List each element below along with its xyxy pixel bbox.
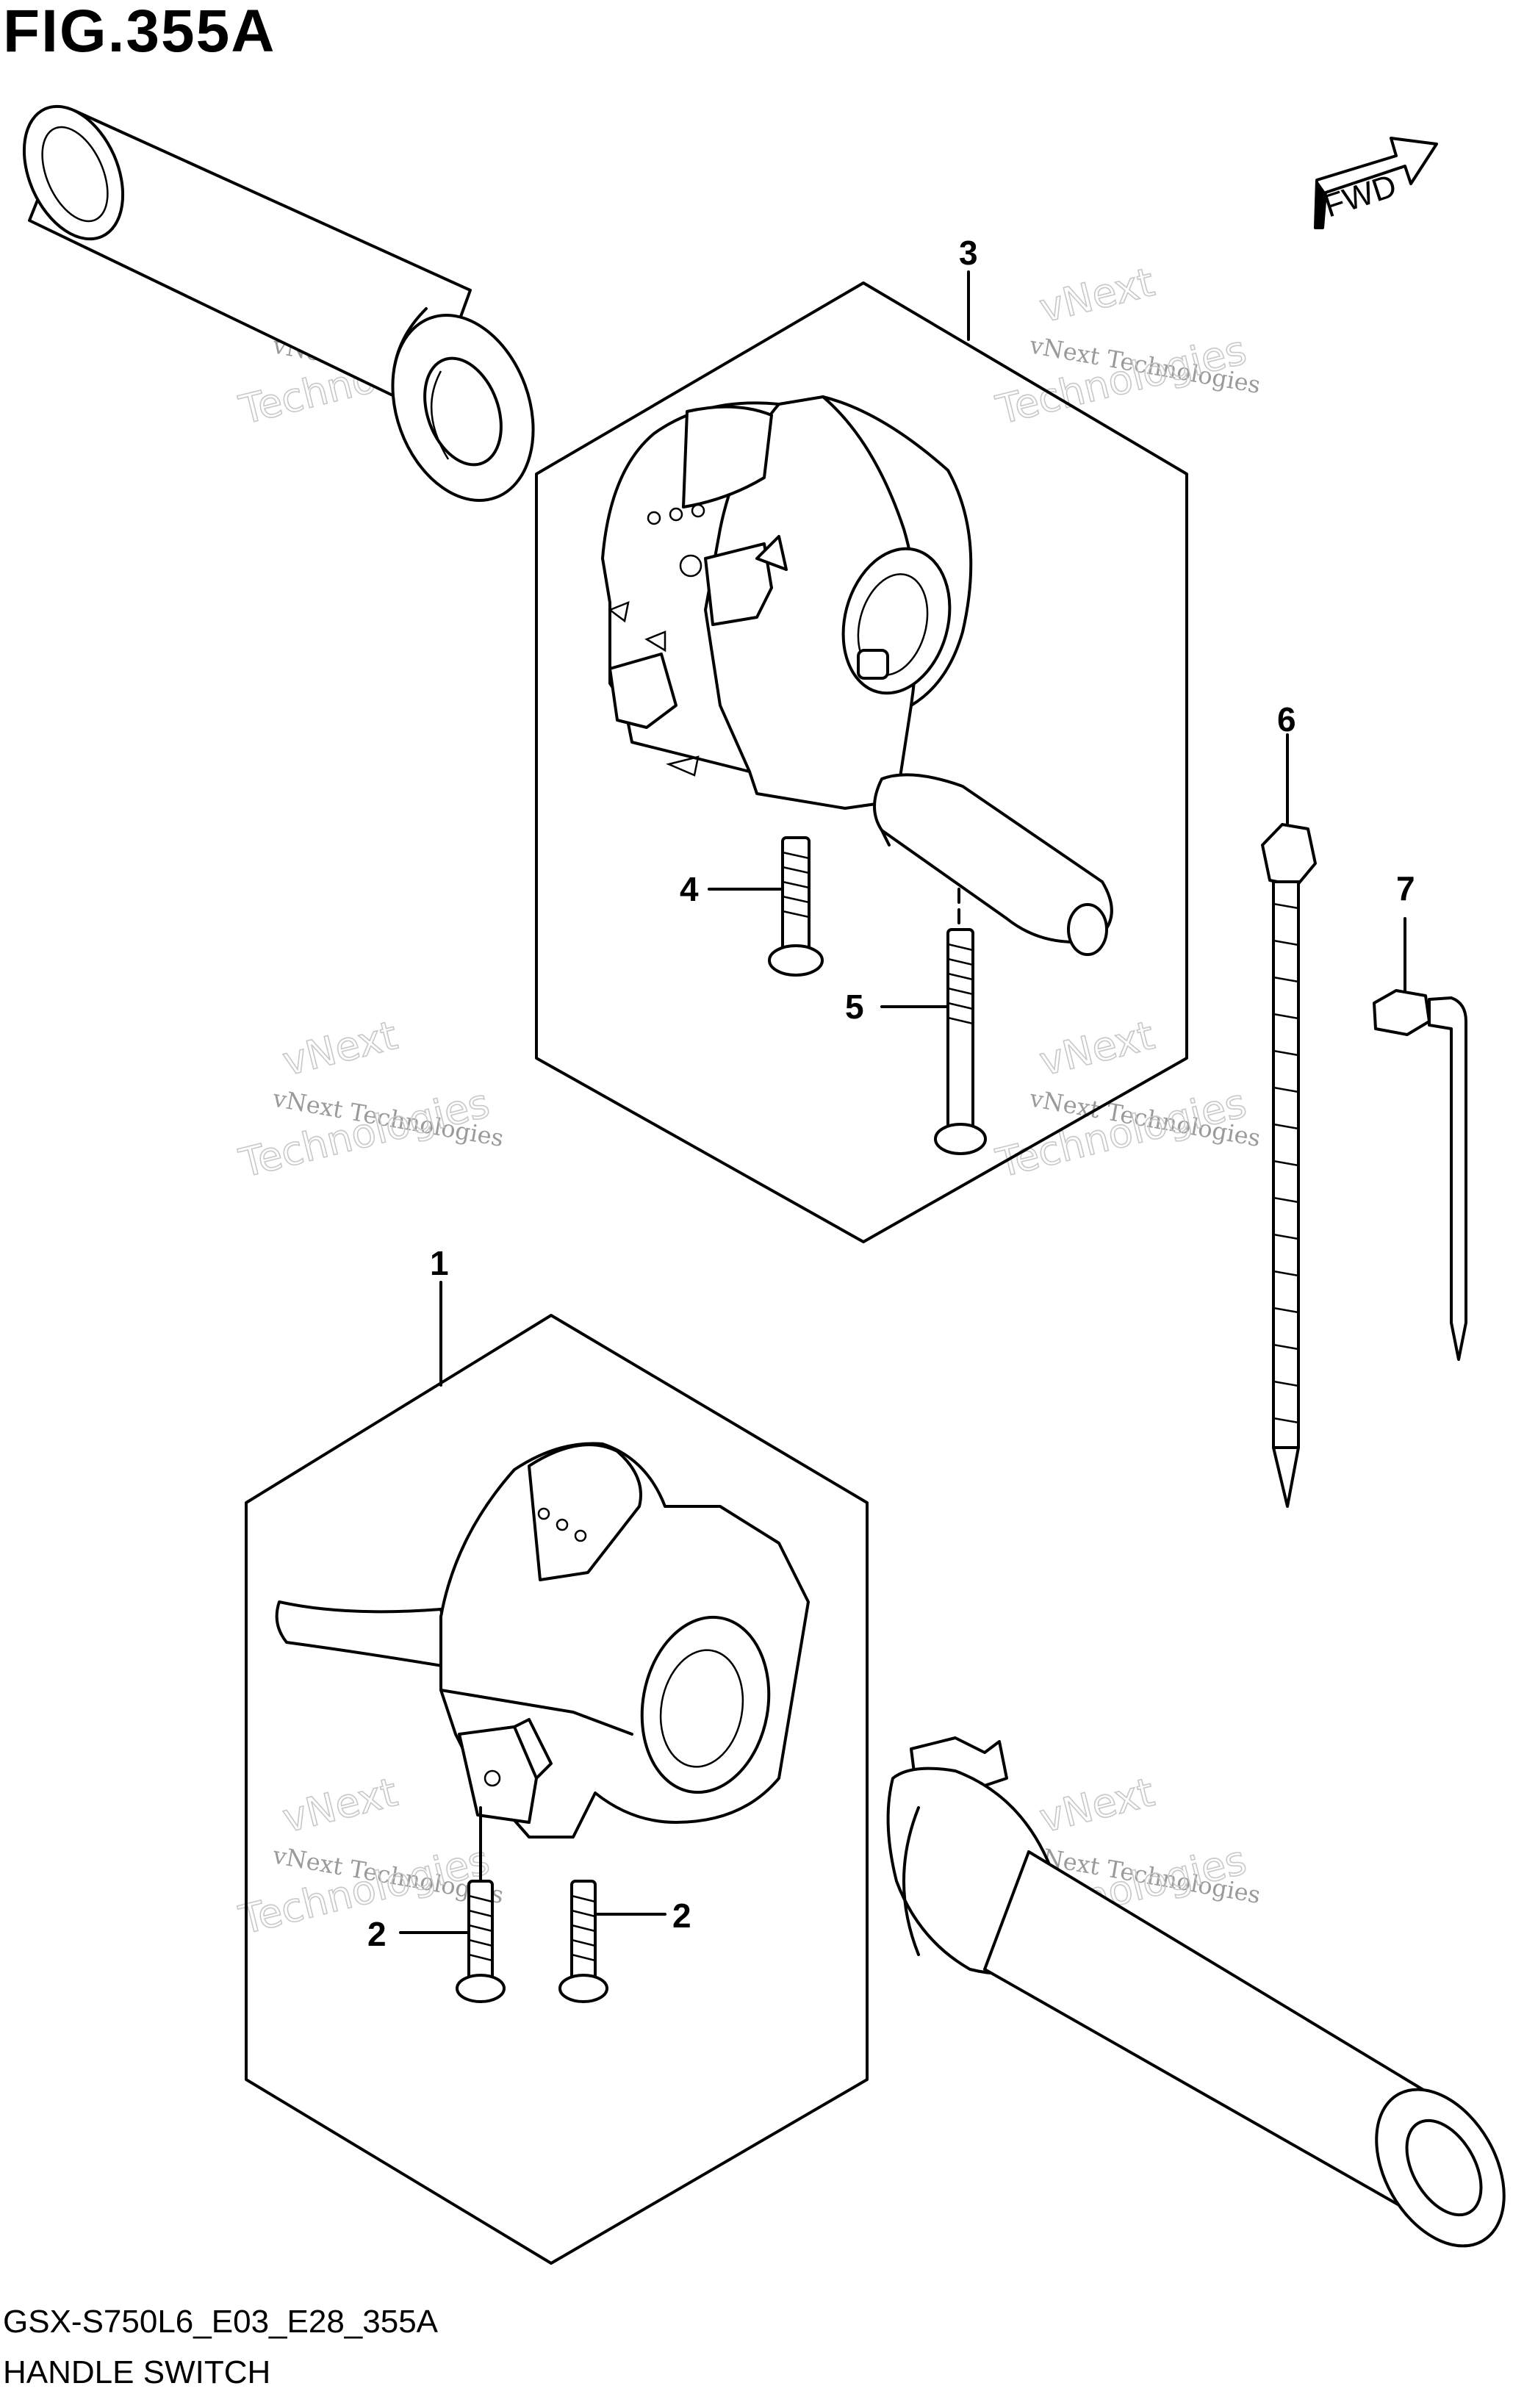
- model-code: GSX-S750L6_E03_E28_355A: [3, 2304, 439, 2340]
- screw-2a: [399, 1806, 506, 2003]
- callout-5: 5: [845, 988, 864, 1026]
- watermark: vNext Technologies vNext Technologies: [991, 1011, 1262, 1187]
- figure-title: FIG.355A: [3, 0, 276, 65]
- part-name: HANDLE SWITCH: [3, 2354, 271, 2390]
- callout-6: 6: [1277, 700, 1296, 738]
- callout-7: 7: [1396, 869, 1415, 908]
- screw-5: [880, 888, 987, 1155]
- fwd-arrow-icon: FWD: [1314, 137, 1438, 229]
- watermark: vNext Technologies vNext Technologies: [234, 1011, 506, 1187]
- watermark: vNext Technologies vNext Technologies: [991, 258, 1262, 434]
- cable-clamp-7: [1373, 917, 1467, 1361]
- screw-4: [708, 836, 824, 977]
- callout-1: 1: [430, 1244, 449, 1282]
- watermark-text: vNext: [1035, 1769, 1159, 1841]
- right-handle-switch: [601, 395, 1113, 956]
- watermark-text: vNext: [278, 1012, 402, 1085]
- grip-left: [22, 104, 535, 502]
- screw-2b: [558, 1880, 666, 2003]
- watermark-text: vNext: [1035, 1012, 1159, 1085]
- left-handle-switch: [275, 1442, 810, 1839]
- grip-right: [886, 1736, 1506, 2248]
- watermark-text: vNext: [1035, 259, 1159, 331]
- callout-4: 4: [680, 870, 699, 908]
- callout-2a: 2: [367, 1915, 387, 1953]
- assembly-outline-1: [245, 1314, 869, 2265]
- callout-3: 3: [959, 234, 978, 272]
- watermark-text: vNext: [278, 1769, 402, 1841]
- assembly-outline-3: [535, 281, 1188, 1243]
- callouts: 3 4 5 6 7 1 2 2: [367, 234, 1415, 1953]
- cable-tie-6: [1261, 733, 1317, 1508]
- callout-2b: 2: [672, 1897, 691, 1935]
